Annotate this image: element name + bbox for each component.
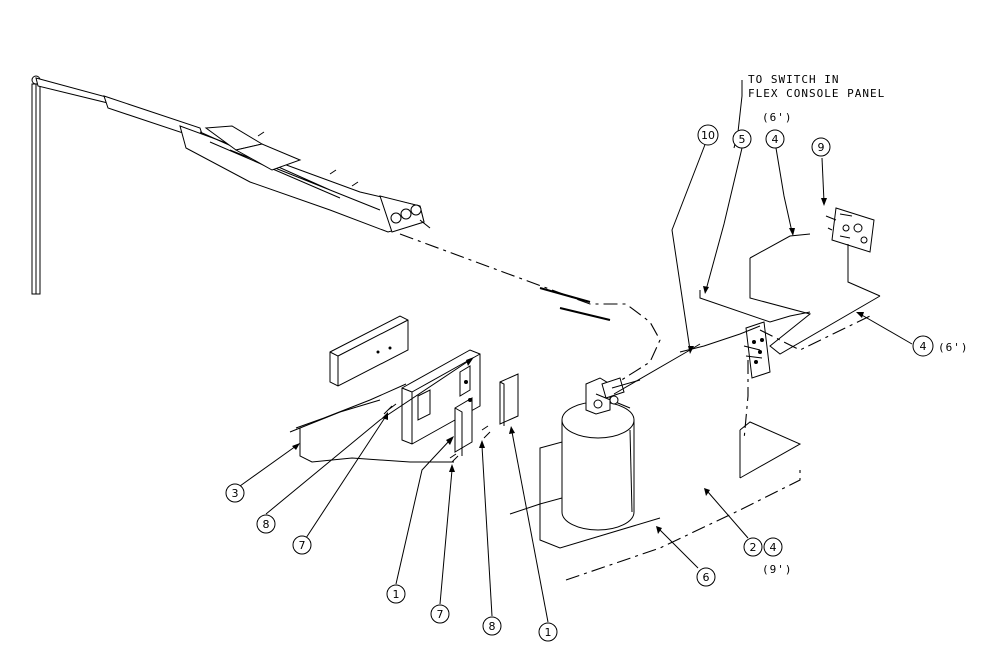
plate-1b xyxy=(499,373,519,426)
callout-6: 6 xyxy=(696,567,716,587)
length-bottom-9ft: (9') xyxy=(762,563,793,576)
callout-2: 2 xyxy=(743,537,763,557)
note-line-1: TO SWITCH IN xyxy=(748,73,839,86)
callout-9-label: 9 xyxy=(818,141,825,154)
plate-1a xyxy=(454,397,473,456)
callout-7-left: 7 xyxy=(292,535,312,555)
callout-4-top: 4 xyxy=(765,129,785,149)
callout-4-right-label: 4 xyxy=(920,340,927,353)
mount-bracket xyxy=(401,349,481,445)
switch-plate xyxy=(743,321,771,379)
fasteners xyxy=(383,398,491,463)
callout-5-label: 5 xyxy=(739,133,746,146)
callout-8-left-label: 8 xyxy=(263,518,270,531)
length-top-6ft: (6') xyxy=(762,111,793,124)
callout-9: 9 xyxy=(811,137,831,157)
callout-8-bottom: 8 xyxy=(482,616,502,636)
callout-4-top-label: 4 xyxy=(772,133,779,146)
callout-10-label: 10 xyxy=(701,129,715,142)
callout-1-left-label: 1 xyxy=(393,588,400,601)
tank xyxy=(539,377,641,531)
callout-5: 5 xyxy=(732,129,752,149)
left-bracket xyxy=(329,315,409,387)
callout-10: 10 xyxy=(697,124,719,146)
callout-3: 3 xyxy=(225,483,245,503)
callout-2-label: 2 xyxy=(750,541,757,554)
callout-8-bottom-label: 8 xyxy=(489,620,496,633)
boom-hose xyxy=(399,219,661,387)
length-right-6ft: (6') xyxy=(938,341,969,354)
callout-1-left: 1 xyxy=(386,584,406,604)
note-line-2: FLEX CONSOLE PANEL xyxy=(748,87,885,100)
callout-1-bottom-label: 1 xyxy=(545,626,552,639)
callout-4-bottom: 4 xyxy=(763,537,783,557)
callout-7-bottom: 7 xyxy=(430,604,450,624)
callout-4-right: 4 xyxy=(912,335,934,357)
boom-arm xyxy=(31,75,425,295)
control-box xyxy=(825,207,875,253)
callout-3-label: 3 xyxy=(232,487,239,500)
callout-7-left-label: 7 xyxy=(299,539,306,552)
callout-4-bottom-label: 4 xyxy=(770,541,777,554)
lower-harness xyxy=(565,360,801,581)
wiring xyxy=(289,233,881,549)
callout-6-label: 6 xyxy=(703,571,710,584)
callout-7-bottom-label: 7 xyxy=(437,608,444,621)
callout-8-left: 8 xyxy=(256,514,276,534)
leaders xyxy=(239,80,913,623)
callout-1-bottom: 1 xyxy=(538,622,558,642)
